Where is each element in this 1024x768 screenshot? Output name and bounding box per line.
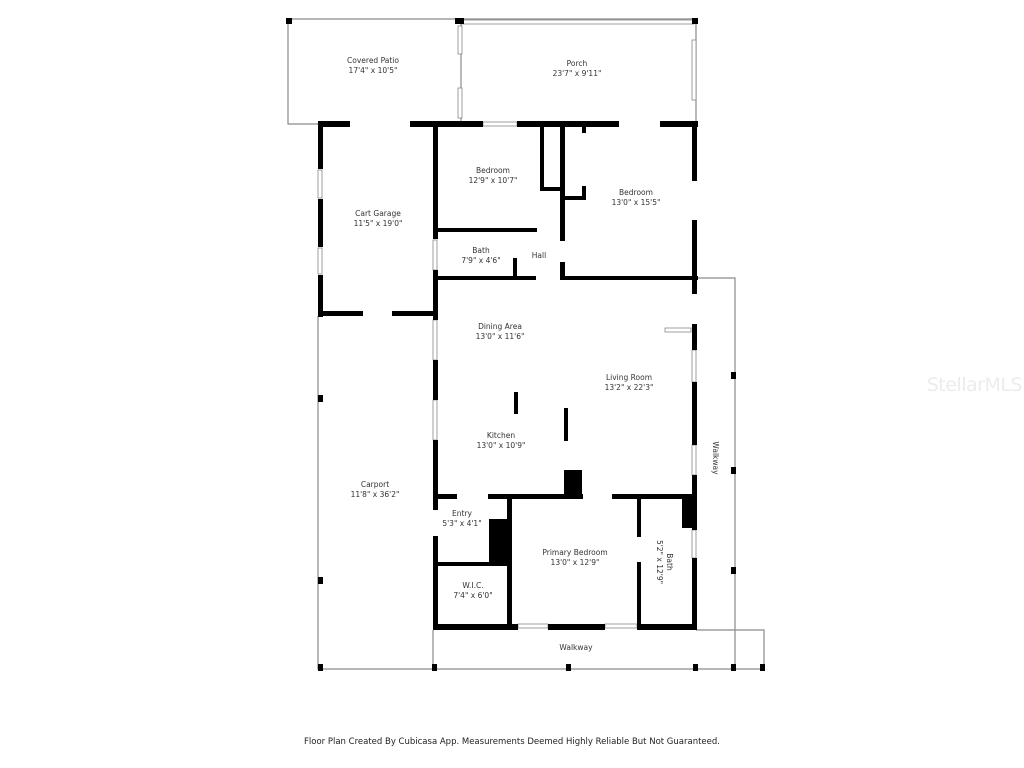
room-dimensions: 5'2" x 12'9": [655, 539, 664, 585]
room-label-bath: Bath 7'9" x 4'6": [461, 246, 500, 266]
room-dimensions: 13'2" x 22'3": [604, 383, 654, 392]
room-label-bath-2: Bath 5'2" x 12'9": [654, 540, 674, 584]
room-name: Porch: [566, 59, 588, 68]
room-label-covered-patio: Covered Patio 17'4" x 10'5": [347, 56, 399, 76]
room-name: Carport: [360, 480, 390, 489]
room-label-carport: Carport 11'8" x 36'2": [351, 480, 400, 500]
room-label-cart-garage: Cart Garage 11'5" x 19'0": [354, 209, 403, 229]
room-label-wic: W.I.C. 7'4" x 6'0": [453, 581, 492, 601]
room-name: Bedroom: [476, 166, 510, 175]
room-dimensions: 23'7" x 9'11": [552, 69, 602, 78]
room-label-kitchen: Kitchen 13'0" x 10'9": [477, 431, 526, 451]
room-dimensions: 12'9" x 10'7": [468, 176, 518, 185]
room-label-dining-area: Dining Area 13'0" x 11'6": [476, 322, 525, 342]
walls: [286, 18, 765, 671]
room-dimensions: 13'0" x 15'5": [611, 198, 661, 207]
room-label-porch: Porch 23'7" x 9'11": [553, 59, 602, 79]
room-dimensions: 13'0" x 11'6": [475, 332, 525, 341]
room-label-hall: Hall: [532, 251, 546, 261]
room-dimensions: 13'0" x 10'9": [476, 441, 526, 450]
room-name: Bath: [665, 553, 674, 571]
room-name: Bedroom: [619, 188, 653, 197]
room-name: Dining Area: [478, 322, 522, 331]
room-name: Walkway: [559, 643, 593, 652]
room-dimensions: 17'4" x 10'5": [348, 66, 398, 75]
room-name: Cart Garage: [355, 209, 401, 218]
room-dimensions: 7'4" x 6'0": [453, 591, 493, 600]
room-label-bedroom: Bedroom 12'9" x 10'7": [469, 166, 518, 186]
room-name: Primary Bedroom: [542, 548, 608, 557]
room-name: Living Room: [605, 373, 653, 382]
room-dimensions: 5'3" x 4'1": [442, 519, 482, 528]
room-name: Entry: [452, 509, 472, 518]
room-name: Bath: [472, 246, 490, 255]
room-name: W.I.C.: [462, 581, 484, 590]
room-name: Kitchen: [486, 431, 516, 440]
room-dimensions: 11'8" x 36'2": [350, 490, 400, 499]
windows: [317, 19, 697, 629]
room-name: Hall: [531, 251, 547, 260]
room-label-living-room: Living Room 13'2" x 22'3": [605, 373, 654, 393]
room-label-walkway-side: Walkway: [710, 441, 720, 474]
room-label-entry: Entry 5'3" x 4'1": [442, 509, 481, 529]
room-label-walkway-bottom: Walkway: [559, 643, 592, 653]
room-dimensions: 7'9" x 4'6": [461, 256, 501, 265]
room-name: Covered Patio: [347, 56, 399, 65]
room-name: Walkway: [711, 441, 720, 475]
room-dimensions: 11'5" x 19'0": [353, 219, 403, 228]
room-label-primary-bedroom: Primary Bedroom 13'0" x 12'9": [542, 548, 607, 568]
room-label-bedroom-2: Bedroom 13'0" x 15'5": [612, 188, 661, 208]
watermark: StellarMLS: [926, 374, 1023, 396]
footer-disclaimer: Floor Plan Created By Cubicasa App. Meas…: [304, 737, 720, 747]
room-dimensions: 13'0" x 12'9": [550, 558, 600, 567]
